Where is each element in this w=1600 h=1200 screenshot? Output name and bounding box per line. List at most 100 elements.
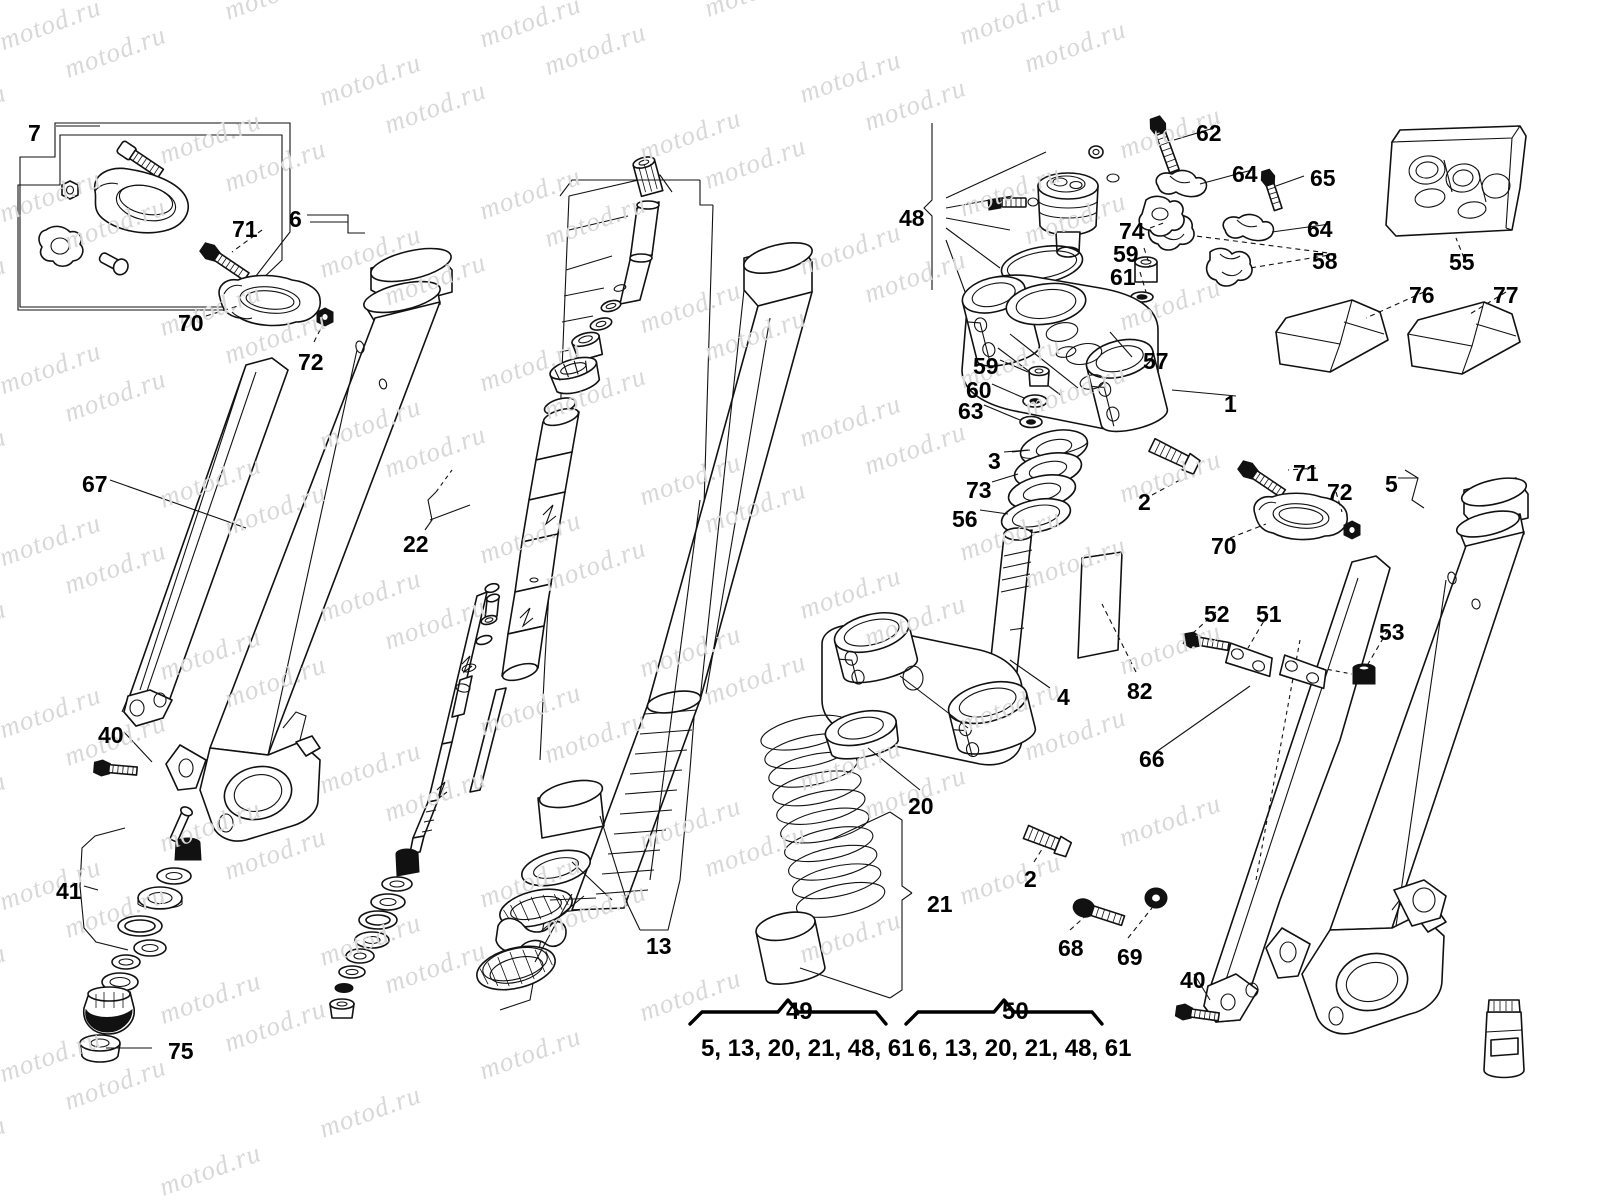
callout-40[interactable]: 40 xyxy=(1180,967,1206,993)
callout-13[interactable]: 13 xyxy=(646,933,672,959)
callout-73[interactable]: 73 xyxy=(966,477,992,503)
callout-82[interactable]: 82 xyxy=(1127,678,1153,704)
callout-72[interactable]: 72 xyxy=(1327,479,1353,505)
callout-22[interactable]: 22 xyxy=(403,531,429,557)
tool-pouch-77 xyxy=(1407,301,1521,375)
callout-66[interactable]: 66 xyxy=(1139,746,1165,772)
bolt-65 xyxy=(1260,168,1283,212)
fork-guard-67 xyxy=(121,357,289,727)
spring-seat-20 xyxy=(824,709,899,760)
callout-71[interactable]: 71 xyxy=(1293,460,1319,486)
bleeder-68 xyxy=(1072,898,1126,927)
callout-68[interactable]: 68 xyxy=(1058,935,1084,961)
kit-contents-50: 6, 13, 20, 21, 48, 61 xyxy=(918,1035,1132,1062)
bracket-51-b xyxy=(1278,654,1327,690)
callout-7[interactable]: 7 xyxy=(28,120,41,146)
group-41-parts xyxy=(79,806,202,1063)
callout-65[interactable]: 65 xyxy=(1310,165,1336,191)
bolt-62 xyxy=(1149,115,1180,174)
callout-77[interactable]: 77 xyxy=(1493,282,1519,308)
callout-48[interactable]: 48 xyxy=(899,205,925,231)
callout-60[interactable]: 60 xyxy=(966,377,992,403)
callout-69[interactable]: 69 xyxy=(1117,944,1143,970)
upper-triple-clamp-1 xyxy=(961,274,1169,433)
callout-40[interactable]: 40 xyxy=(98,722,124,748)
callout-63[interactable]: 63 xyxy=(958,398,984,424)
callout-51[interactable]: 51 xyxy=(1256,601,1282,627)
kit-number-50[interactable]: 50 xyxy=(1002,998,1029,1025)
callout-57[interactable]: 57 xyxy=(1143,348,1169,374)
bolt-40-right xyxy=(1174,1003,1221,1022)
callout-2[interactable]: 2 xyxy=(1138,489,1151,515)
callout-64[interactable]: 64 xyxy=(1232,161,1258,187)
callout-41[interactable]: 41 xyxy=(56,878,82,904)
callout-70[interactable]: 70 xyxy=(178,310,204,336)
callout-2[interactable]: 2 xyxy=(1024,866,1037,892)
fork-spring-21 xyxy=(755,714,886,985)
fork-cap-assembly-48 xyxy=(987,145,1120,285)
callout-76[interactable]: 76 xyxy=(1409,282,1435,308)
callout-59[interactable]: 59 xyxy=(1113,241,1139,267)
kit-contents-49: 5, 13, 20, 21, 48, 61 xyxy=(701,1035,915,1062)
slider-tube-13 xyxy=(476,179,813,1011)
washer-63 xyxy=(1019,415,1043,429)
callout-61[interactable]: 61 xyxy=(1110,264,1136,290)
bolt-40-left xyxy=(93,759,139,777)
cable-clamp-58-b xyxy=(1205,247,1253,287)
seal-56 xyxy=(1000,497,1072,535)
clamp-70-right xyxy=(1237,460,1361,541)
bolt-2-upper xyxy=(1148,437,1201,475)
callout-6[interactable]: 6 xyxy=(289,206,302,232)
bolt-2-lower xyxy=(1022,824,1073,858)
callout-71[interactable]: 71 xyxy=(232,216,258,242)
callout-70[interactable]: 70 xyxy=(1211,533,1237,559)
group-48-bracket xyxy=(923,123,1047,301)
callout-72[interactable]: 72 xyxy=(298,349,324,375)
callout-4[interactable]: 4 xyxy=(1057,684,1070,710)
fork-tube-6 xyxy=(165,214,453,842)
fork-oil-bottle xyxy=(1483,999,1525,1079)
callout-67[interactable]: 67 xyxy=(82,471,108,497)
callout-52[interactable]: 52 xyxy=(1204,601,1230,627)
tool-kit-55 xyxy=(1385,125,1527,237)
tool-pouch-76 xyxy=(1275,299,1389,373)
inner-tube-stack xyxy=(469,156,673,793)
bracket-21 xyxy=(799,811,913,999)
damper-rod-22 xyxy=(329,469,501,1019)
callout-5[interactable]: 5 xyxy=(1385,471,1398,497)
washer-69 xyxy=(1144,887,1168,909)
callout-56[interactable]: 56 xyxy=(952,506,978,532)
fork-tube-5 xyxy=(1265,469,1529,1035)
nut-53 xyxy=(1352,663,1376,685)
clamp-70-left xyxy=(199,242,334,327)
reflector-82 xyxy=(1077,551,1123,659)
callout-58[interactable]: 58 xyxy=(1312,248,1338,274)
callout-20[interactable]: 20 xyxy=(908,793,934,819)
bearing-stack xyxy=(979,331,1133,535)
callout-1[interactable]: 1 xyxy=(1224,391,1237,417)
callout-75[interactable]: 75 xyxy=(168,1038,194,1064)
group-7-parts xyxy=(38,140,189,276)
kit-number-49[interactable]: 49 xyxy=(786,998,813,1025)
callout-21[interactable]: 21 xyxy=(927,891,953,917)
callout-74[interactable]: 74 xyxy=(1119,218,1145,244)
callout-3[interactable]: 3 xyxy=(988,448,1001,474)
bracket-51-a xyxy=(1224,642,1273,678)
callout-53[interactable]: 53 xyxy=(1379,619,1405,645)
bolt-52 xyxy=(1182,631,1230,652)
callout-59[interactable]: 59 xyxy=(973,353,999,379)
group-7-box xyxy=(19,122,291,308)
callout-64[interactable]: 64 xyxy=(1307,216,1333,242)
group-7-inset xyxy=(17,134,283,311)
spacer-59a xyxy=(1134,256,1158,283)
fitting-74 xyxy=(1138,195,1185,237)
callout-55[interactable]: 55 xyxy=(1449,249,1475,275)
cable-clamp-64-b xyxy=(1222,213,1275,242)
cable-clamp-64-a xyxy=(1155,169,1208,198)
callout-62[interactable]: 62 xyxy=(1196,120,1222,146)
drain-plug-75 xyxy=(79,1034,121,1063)
washer-60 xyxy=(1022,394,1048,408)
